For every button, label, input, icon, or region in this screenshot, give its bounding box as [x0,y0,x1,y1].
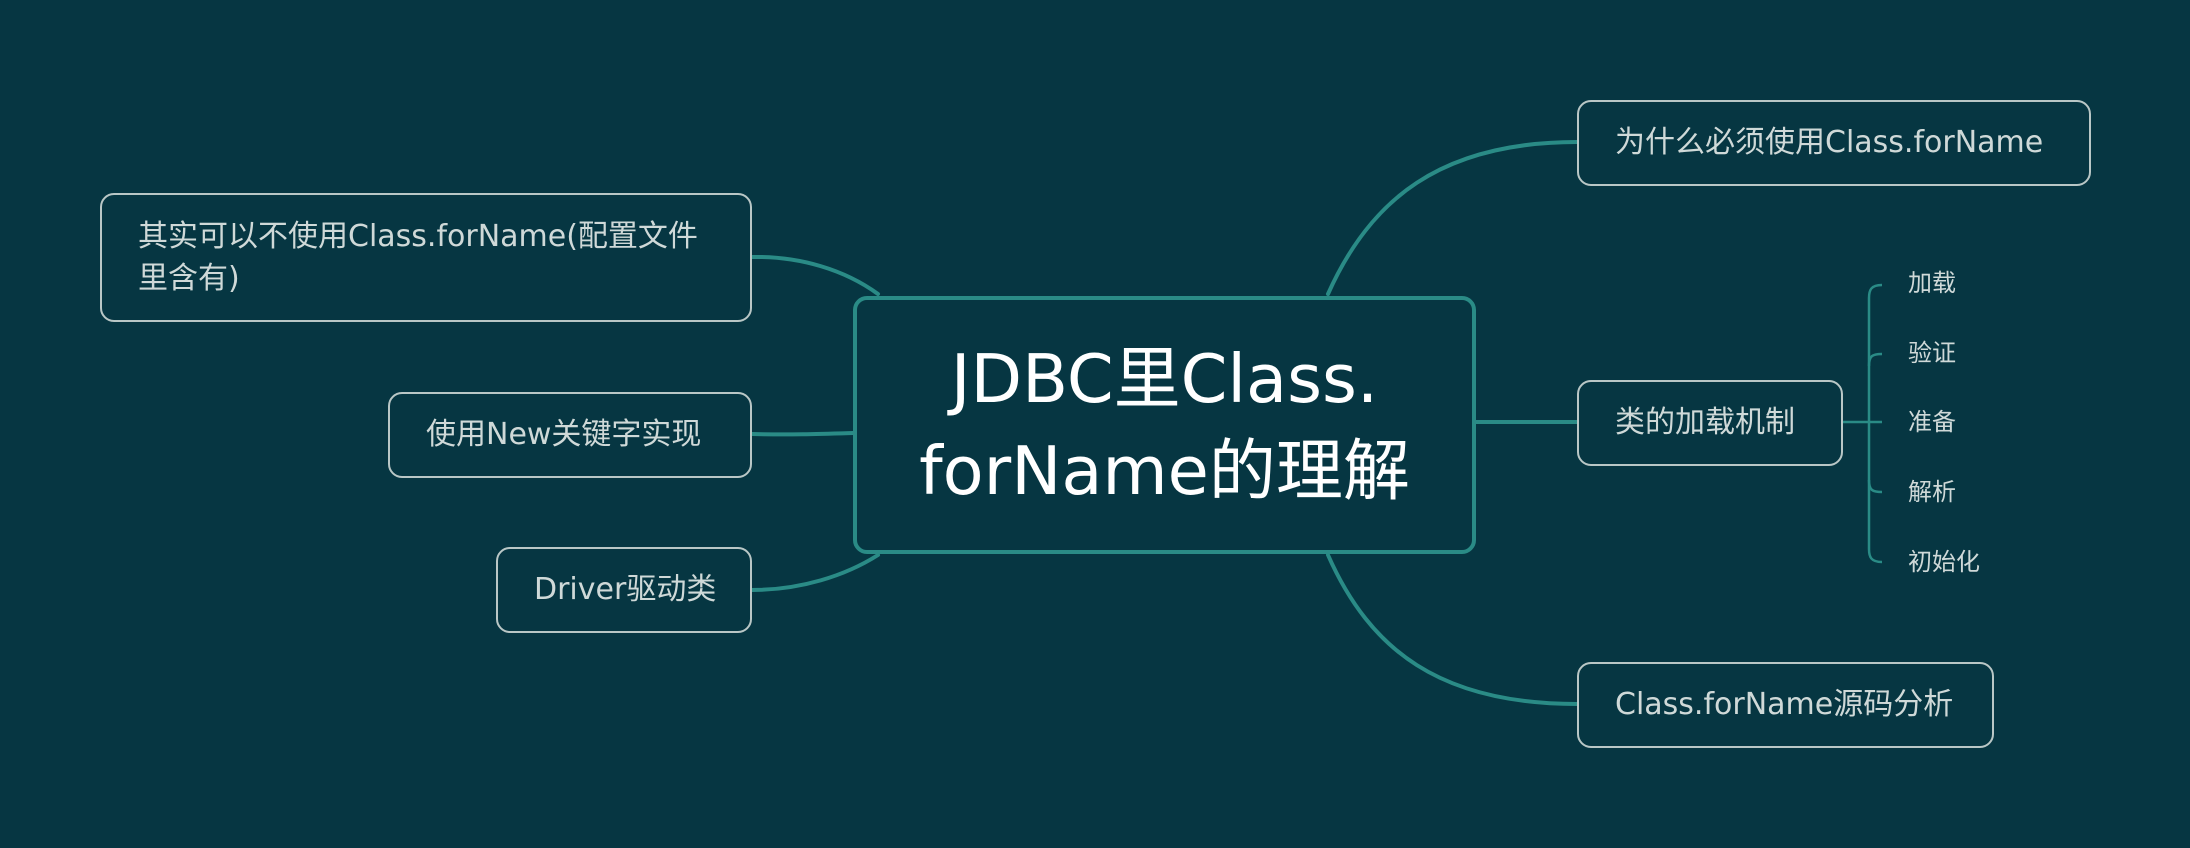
topic-why-forname-label: 为什么必须使用Class.forName [1615,125,2044,160]
link-left-1 [750,254,880,296]
link-sub-tick-2 [1867,352,1883,367]
topic-new-keyword-label: 使用New关键字实现 [426,417,702,452]
link-sub-tick-4 [1867,479,1883,494]
topic-new-keyword[interactable]: 使用New关键字实现 [388,392,752,478]
topic-driver-class-label: Driver驱动类 [534,572,717,607]
link-left-2 [750,431,855,437]
root-topic[interactable]: JDBC里Class. forName的理解 [853,296,1476,554]
link-sub-bracket [1867,283,1883,564]
topic-why-forname[interactable]: 为什么必须使用Class.forName [1577,100,2091,186]
subtopic-initialization[interactable]: 初始化 [1908,548,1980,576]
topic-driver-class[interactable]: Driver驱动类 [496,547,752,633]
subtopic-preparation[interactable]: 准备 [1908,408,1956,436]
topic-no-forname[interactable]: 其实可以不使用Class.forName(配置文件 里含有) [100,193,752,322]
topic-class-loading[interactable]: 类的加载机制 [1577,380,1843,466]
root-title-line-1: JDBC里Class. [950,340,1379,418]
topic-forname-source-label: Class.forName源码分析 [1615,687,1954,722]
link-right-3 [1326,553,1579,706]
subtopic-resolution[interactable]: 解析 [1908,478,1956,506]
topic-no-forname-line-1: 其实可以不使用Class.forName(配置文件 [138,218,698,254]
subtopic-loading[interactable]: 加载 [1908,269,1956,297]
subtopic-verification[interactable]: 验证 [1908,339,1956,367]
link-right-1 [1326,140,1579,296]
root-title-line-2: forName的理解 [919,432,1410,510]
topic-class-loading-label: 类的加载机制 [1615,405,1795,440]
topic-no-forname-line-2: 里含有) [138,260,240,296]
topic-forname-source[interactable]: Class.forName源码分析 [1577,662,1994,748]
link-left-3 [750,553,880,592]
